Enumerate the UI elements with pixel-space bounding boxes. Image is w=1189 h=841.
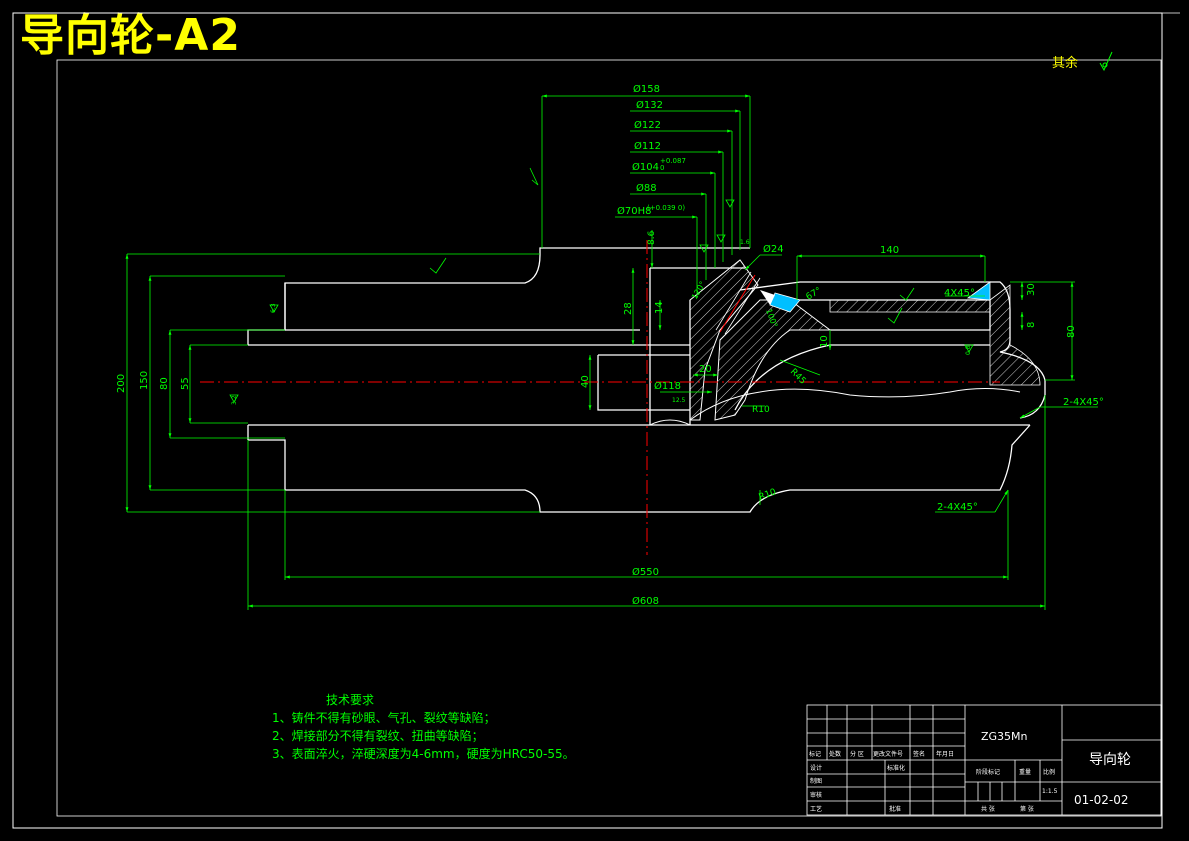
tb-drawing-no: 01-02-02: [1074, 793, 1128, 807]
dim-d24: Ø24: [763, 243, 784, 255]
dim-c2x45b: 2-4X45°: [937, 502, 978, 513]
dim-h8: 8: [1026, 322, 1037, 328]
tb-h-date: 年月日: [936, 750, 954, 758]
dim-c2x45a: 2-4X45°: [1063, 397, 1104, 408]
tb-h-count: 处数: [829, 750, 841, 758]
dim-h10: 10: [819, 335, 830, 348]
dim-c4x45: 4X45°: [944, 288, 975, 299]
roughness-symbol-icon: [1099, 51, 1113, 72]
dim-r10a: R10: [752, 405, 770, 415]
tech-req-title: 技术要求: [326, 693, 374, 707]
roughness-12-5: 12.5: [672, 397, 686, 404]
roughness-0-8: 0.8: [965, 345, 972, 355]
dim-d158: Ø158: [633, 83, 660, 95]
dim-v8-6: 8.6: [647, 230, 657, 245]
dim-d118: Ø118: [654, 380, 681, 392]
tech-req-item-2: 2、焊接部分不得有裂纹、扭曲等缺陷；: [272, 728, 484, 743]
tb-stage-mark: 阶段标记: [976, 768, 1000, 776]
tb-weight: 重量: [1019, 768, 1031, 776]
roughness-6-3-a: 6.3: [270, 303, 277, 313]
dim-h14: 14: [654, 301, 665, 314]
title-block-text: ZG35Mn 导向轮 01-02-02 标记 处数 分 区 更改文件号 签名 年…: [809, 730, 1131, 813]
dim-r10b: R10: [758, 487, 778, 503]
dim-h30: 30: [1026, 283, 1037, 296]
tb-h-zone: 分 区: [850, 750, 864, 758]
dim-d104-tol-lo: 0: [660, 164, 664, 172]
inner-frame: [56, 59, 1162, 817]
dim-d608: Ø608: [632, 595, 659, 607]
tb-part-name: 导向轮: [1089, 752, 1131, 768]
tb-r-draw: 制图: [810, 777, 822, 785]
tech-req-item-1: 1、铸件不得有砂眼、气孔、裂纹等缺陷；: [272, 710, 496, 725]
surface-finish-label: 其余: [1052, 55, 1078, 71]
dim-d112: Ø112: [634, 140, 661, 152]
tb-sheet-no: 第 张: [1020, 805, 1034, 813]
tb-r-design: 设计: [810, 764, 822, 772]
roughness-3-2: 3.2: [231, 395, 238, 405]
dim-d132: Ø132: [636, 99, 663, 111]
dim-h150: 150: [139, 371, 150, 390]
dimension-lines: [125, 94, 1098, 610]
centerlines: [200, 240, 1000, 555]
dim-d104-tol: +0.087: [660, 157, 686, 165]
tb-scale: 比例: [1043, 768, 1055, 776]
tech-req-item-3: 3、表面淬火，淬硬深度为4-6mm，硬度为HRC50-55。: [272, 746, 575, 761]
dim-d550: Ø550: [632, 566, 659, 578]
roughness-1-6: 1.6: [740, 239, 750, 246]
drawing-title: 导向轮-A2: [20, 10, 241, 61]
tb-h-sign: 签名: [913, 750, 925, 758]
dim-d122: Ø122: [634, 119, 661, 131]
roughness-marks: [229, 167, 974, 403]
tb-r-proc: 工艺: [810, 805, 822, 813]
tb-scale-value: 1:1.5: [1042, 788, 1058, 795]
tb-r-approve: 批准: [889, 805, 901, 813]
tb-material: ZG35Mn: [981, 730, 1028, 743]
dim-h28: 28: [623, 302, 634, 315]
dim-h55: 55: [180, 377, 191, 390]
tb-h-docno: 更改文件号: [873, 750, 903, 758]
dim-h40: 40: [580, 375, 591, 388]
tb-r-std: 标准化: [887, 764, 905, 772]
dim-r45: R45: [788, 367, 808, 387]
dim-h200: 200: [116, 374, 127, 393]
dim-h80r: 80: [1066, 325, 1077, 338]
tb-h-mark: 标记: [809, 750, 821, 758]
tb-sheet-total: 共 张: [981, 805, 995, 813]
dim-d104: Ø104: [632, 161, 659, 173]
dim-h20: 20: [699, 364, 712, 375]
dim-d70: Ø70H8: [617, 205, 651, 217]
section-hatching: [689, 259, 1041, 421]
dim-h80: 80: [159, 377, 170, 390]
dim-d88: Ø88: [636, 182, 657, 194]
dim-l140: 140: [880, 245, 899, 256]
outer-frame: [12, 12, 1163, 829]
tb-r-check: 审核: [810, 791, 822, 799]
title-block: [806, 704, 1162, 816]
dim-d70-tol: (+0.039 0): [647, 204, 685, 212]
